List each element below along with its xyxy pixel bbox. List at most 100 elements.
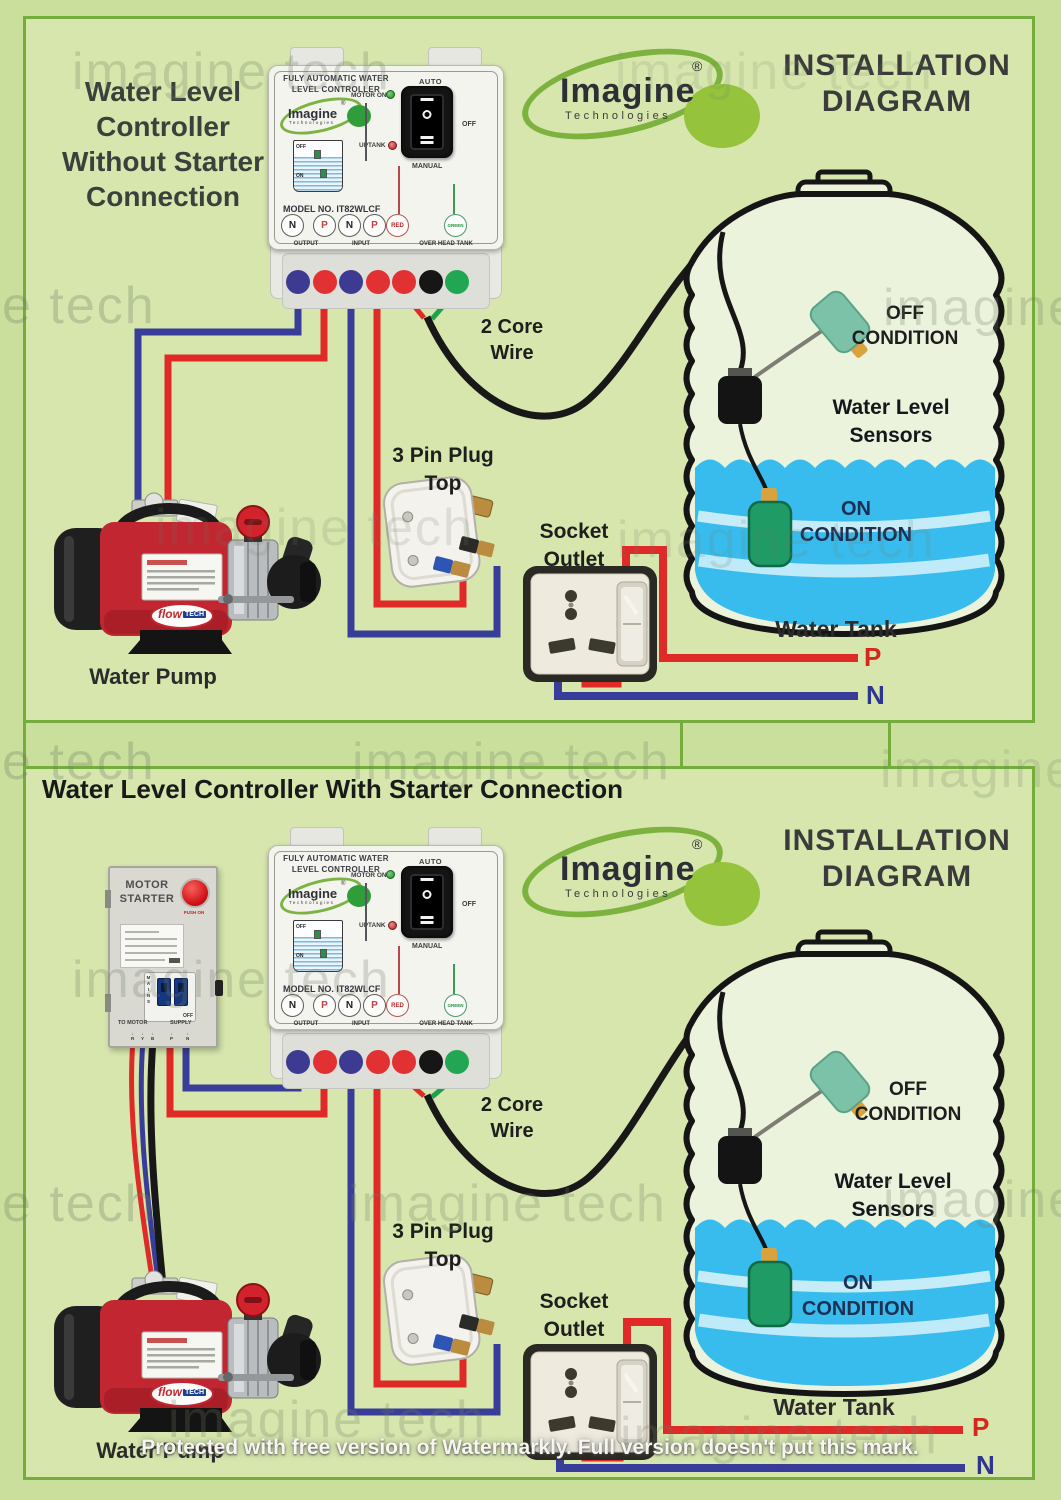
panel-connector-line [23,721,26,768]
uptank-label: UPTANK [359,922,386,929]
input-group-label: INPUT [352,241,370,247]
terminal-p-input: P [363,994,386,1017]
label-line: OFF [888,1079,927,1100]
supply-terminal-n: N [186,1031,189,1041]
rocker-off-mark [422,110,432,119]
logo-ball [684,862,760,926]
auto-label: AUTO [419,857,443,866]
dot-green [445,1050,469,1074]
logo-ball [347,105,371,127]
controller-heading: FULY AUTOMATIC WATER LEVEL CONTROLLER [275,74,397,96]
water-pump-illustration [54,1271,321,1432]
motor-on-led [386,870,395,879]
wire-output-neutral [134,296,302,508]
supply-terminal-p: P [170,1031,173,1041]
heading-line: LEVEL CONTROLLER [291,84,381,94]
label-line: Top [424,471,462,495]
logo-sub: Technologies [565,110,672,122]
terminal-p-input: P [363,214,386,237]
overhead-tank-group-label: OVER HEAD TANK [419,241,473,247]
dot-blue [339,1050,363,1074]
on-condition-label: ON CONDITION [800,496,912,549]
socket-label: Socket Outlet [540,518,609,573]
terminal-n-output: N [281,994,304,1017]
side-knob [215,980,223,996]
rocker-off-mark [422,890,432,899]
spec-chip [169,958,180,963]
wire-input-neutral [347,1080,501,1416]
label-line: Top [424,1247,462,1271]
mini-on-label: ON [296,173,304,179]
rocker-on-mark [420,98,434,101]
heading-line: FULY AUTOMATIC WATER [283,74,389,83]
spec-row [125,945,177,947]
mini-tank-water [294,937,342,971]
dot-black [418,1050,443,1074]
title-line: Connection [86,181,240,212]
watermarkly-protection-note: Protected with free version of Watermark… [141,1436,919,1459]
face-trace-line [365,103,367,161]
wire-input-neutral [347,296,501,638]
mini-float-icon [314,150,321,159]
two-core-cable [423,230,726,420]
push-on-button [180,878,210,908]
logo-ball [684,84,760,148]
spec-row [125,931,159,933]
dot-green [445,270,469,294]
mini-float-icon [320,949,327,958]
wire-terminal-dots [286,1050,469,1074]
label-line: CONDITION [851,328,959,350]
motor-starter-title: MOTOR STARTER [114,878,180,907]
heading-line: LEVEL CONTROLLER [291,864,381,874]
motor-terminal-y: Y [141,1031,144,1041]
terminal-green-sensor: GREEN [444,994,467,1017]
mini-tank-diagram: OFF ON [293,140,343,192]
breaker-off-label: OFF [183,1013,193,1019]
faceplate-border [274,71,498,244]
panel-connector-line [680,721,683,768]
face-trace-green [453,184,455,214]
water-level-controller-unit: FULY AUTOMATIC WATER LEVEL CONTROLLER Im… [268,827,504,1103]
label-line: ON [841,498,871,520]
heading-line: FULY AUTOMATIC WATER [283,854,389,863]
overhead-tank-group-label: OVER HEAD TANK [419,1021,473,1027]
logo-ball [347,885,371,907]
off-condition-label: OFF CONDITION [855,1077,962,1127]
label-line: Wire [490,1120,534,1143]
wire-phase-rail [623,1318,963,1434]
label-line: CONDITION [854,1104,962,1126]
installation-diagram-heading: INSTALLATION DIAGRAM [783,823,1011,895]
push-on-label: PUSH ON [183,910,205,915]
water-tank-illustration [687,932,1002,1394]
installation-diagram-heading: INSTALLATION DIAGRAM [783,48,1011,120]
pump-label: Water Pump [96,1438,224,1463]
auto-label: AUTO [419,77,443,86]
label-line: 2 Core [480,1094,544,1116]
plug-label: 3 Pin Plug Top [392,1218,494,1273]
imagine-technologies-logo: Imagine ® Technologies [513,809,760,935]
heading-line: DIAGRAM [821,85,973,118]
wire-input-phase [373,1080,467,1388]
controller-logo: Imagine ® Technologies [276,870,371,922]
motor-terminal-b: B [151,1031,154,1041]
pump-brand-badge: flow TECH [158,1385,207,1399]
logo-sub: Technologies [289,120,335,125]
panel1-title: Water Level Controller Without Starter C… [62,74,264,214]
rocker-manual-mark [420,141,434,144]
logo-sub: Technologies [565,888,672,900]
off-label: OFF [462,121,476,128]
terminal-n-input: N [338,214,361,237]
water-pump-illustration [54,493,321,654]
label-line: Socket [539,520,609,543]
terminal-red-sensor: RED [386,994,409,1017]
label-line: ON [843,1272,873,1294]
dot-red [312,270,337,294]
heading-line: INSTALLATION [783,49,1011,82]
label-line: Sensors [849,423,933,447]
motor-terminal-r: R [131,1031,134,1041]
heading-line: INSTALLATION [783,824,1011,857]
socket-label: Socket Outlet [540,1288,609,1343]
terminal-red-sensor: RED [386,214,409,237]
face-trace-red [398,166,400,214]
